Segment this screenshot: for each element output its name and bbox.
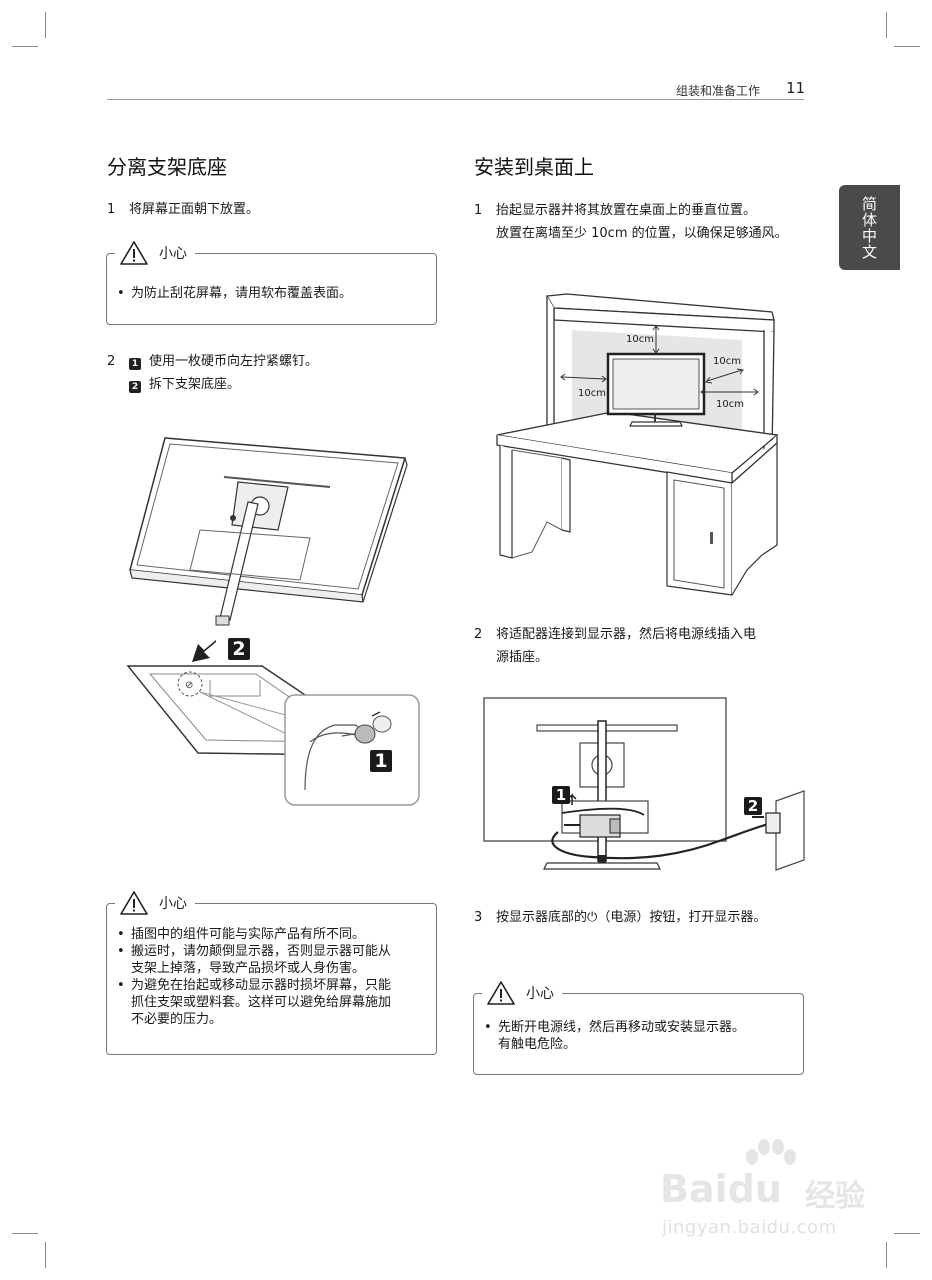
step-number: 1 bbox=[107, 202, 116, 217]
step-text-part: 按显示器底部的 bbox=[496, 910, 588, 925]
svg-text:⊘: ⊘ bbox=[185, 680, 193, 691]
detach-stand-drawing: ⊘ bbox=[126, 437, 420, 806]
step-number: 3 bbox=[474, 910, 483, 925]
step-text-line: 将适配器连接到显示器，然后将电源线插入电 bbox=[496, 627, 757, 642]
step-3-right: 3 按显示器底部的⏻（电源）按钮，打开显示器。 bbox=[474, 906, 814, 930]
language-tab-label: 简体中文 bbox=[860, 195, 878, 260]
caution-list: 插图中的组件可能与实际产品有所不同。 搬运时，请勿颠倒显示器，否则显示器可能从支… bbox=[117, 926, 426, 1028]
paw-icon bbox=[746, 1139, 796, 1165]
desk-placement-drawing bbox=[496, 293, 779, 596]
step-number: 2 bbox=[107, 354, 116, 369]
caution-item-line: 先断开电源线，然后再移动或安装显示器。 bbox=[498, 1020, 746, 1035]
illustration-power-connection: 1 2 bbox=[482, 695, 812, 875]
illustration-detach-stand: ⊘ 2 1 bbox=[120, 430, 430, 810]
power-connection-drawing bbox=[483, 697, 805, 871]
step-2-left: 2 1 使用一枚硬币向左拧紧螺钉。 2 拆下支架底座。 bbox=[107, 350, 427, 400]
caution-item: 插图中的组件可能与实际产品有所不同。 bbox=[117, 926, 426, 943]
step-text: 将适配器连接到显示器，然后将电源线插入电 源插座。 bbox=[496, 623, 756, 669]
figure-marker-2: 2 bbox=[228, 638, 250, 660]
header-divider bbox=[107, 99, 804, 100]
watermark-brand-part: du bbox=[727, 1167, 782, 1211]
watermark-url: jingyan.baidu.com bbox=[662, 1217, 837, 1238]
caution-item-line: 不必要的压力。 bbox=[131, 1012, 223, 1027]
caution-item-line: 为避免在抬起或移动显示器时损坏屏幕，只能 bbox=[131, 978, 392, 993]
language-tab: 简体中文 bbox=[839, 185, 900, 270]
illustration-desk-placement: 10cm 10cm 10cm 10cm bbox=[492, 290, 782, 600]
substep-1: 1 使用一枚硬币向左拧紧螺钉。 bbox=[129, 350, 318, 373]
page-number: 11 bbox=[786, 79, 806, 97]
caution-item-line: 搬运时，请勿颠倒显示器，否则显示器可能从 bbox=[131, 944, 392, 959]
crop-mark bbox=[12, 1233, 38, 1234]
figure-marker-1: 1 bbox=[552, 786, 570, 804]
crop-mark bbox=[894, 1233, 920, 1234]
caution-box-3: 小心 先断开电源线，然后再移动或安装显示器。有触电危险。 bbox=[473, 978, 804, 1075]
watermark-brand-cn: 经验 bbox=[805, 1179, 865, 1214]
step-number: 2 bbox=[474, 627, 483, 642]
caution-header: 小心 bbox=[115, 888, 195, 918]
section-heading-desk-mount: 安装到桌面上 bbox=[474, 155, 594, 179]
step-text-line: 源插座。 bbox=[496, 650, 549, 665]
step-text: 按显示器底部的⏻（电源）按钮，打开显示器。 bbox=[496, 906, 766, 929]
baidu-jingyan-watermark: Baidu 经验 jingyan.baidu.com bbox=[660, 1139, 890, 1245]
caution-item-line: 抓住支架或塑料套。这样可以避免给屏幕施加 bbox=[131, 995, 392, 1010]
crop-mark bbox=[45, 12, 46, 38]
figure-marker-2: 2 bbox=[744, 797, 762, 815]
step-1-right: 1 抬起显示器并将其放置在桌面上的垂直位置。 放置在离墙至少 10cm 的位置，… bbox=[474, 199, 814, 245]
clearance-label-left: 10cm bbox=[578, 388, 606, 399]
step-text-line: 放置在离墙至少 10cm 的位置，以确保足够通风。 bbox=[496, 226, 788, 241]
power-icon: ⏻ bbox=[587, 910, 598, 925]
caution-item: 为防止刮花屏幕，请用软布覆盖表面。 bbox=[117, 285, 426, 302]
crop-mark bbox=[886, 1242, 887, 1268]
warning-triangle-icon bbox=[487, 981, 515, 1005]
caution-header: 小心 bbox=[115, 238, 195, 268]
caution-list: 先断开电源线，然后再移动或安装显示器。有触电危险。 bbox=[484, 1019, 793, 1053]
caution-box-1: 小心 为防止刮花屏幕，请用软布覆盖表面。 bbox=[106, 238, 437, 325]
caution-label: 小心 bbox=[159, 246, 187, 262]
substep-2: 2 拆下支架底座。 bbox=[129, 373, 318, 396]
clearance-label-top: 10cm bbox=[626, 334, 654, 345]
substep-marker: 2 bbox=[129, 381, 141, 393]
step-text-line: 抬起显示器并将其放置在桌面上的垂直位置。 bbox=[496, 203, 757, 218]
warning-triangle-icon bbox=[120, 241, 148, 265]
caution-header: 小心 bbox=[482, 978, 562, 1008]
running-header-title: 组装和准备工作 bbox=[676, 84, 761, 98]
caution-label: 小心 bbox=[159, 896, 187, 912]
crop-mark bbox=[45, 1242, 46, 1268]
step-text: 抬起显示器并将其放置在桌面上的垂直位置。 放置在离墙至少 10cm 的位置，以确… bbox=[496, 199, 788, 245]
step-number: 1 bbox=[474, 203, 483, 218]
caution-item-line: 有触电危险。 bbox=[498, 1037, 577, 1052]
clearance-label-right-upper: 10cm bbox=[713, 356, 741, 367]
substep-marker: 1 bbox=[129, 358, 141, 370]
step-text-part: （电源）按钮，打开显示器。 bbox=[597, 910, 767, 925]
caution-label: 小心 bbox=[526, 986, 554, 1002]
step-2-right: 2 将适配器连接到显示器，然后将电源线插入电 源插座。 bbox=[474, 623, 814, 669]
step-substeps: 1 使用一枚硬币向左拧紧螺钉。 2 拆下支架底座。 bbox=[129, 350, 318, 396]
caution-box-2: 小心 插图中的组件可能与实际产品有所不同。 搬运时，请勿颠倒显示器，否则显示器可… bbox=[106, 888, 437, 1055]
caution-item: 先断开电源线，然后再移动或安装显示器。有触电危险。 bbox=[484, 1019, 793, 1053]
figure-marker-1: 1 bbox=[370, 750, 392, 772]
clearance-label-right-lower: 10cm bbox=[716, 399, 744, 410]
crop-mark bbox=[894, 46, 920, 47]
step-1-left: 1 将屏幕正面朝下放置。 bbox=[107, 198, 427, 222]
crop-mark bbox=[886, 12, 887, 38]
crop-mark bbox=[12, 46, 38, 47]
section-heading-detach-stand: 分离支架底座 bbox=[107, 155, 227, 179]
step-text: 将屏幕正面朝下放置。 bbox=[129, 202, 260, 217]
caution-list: 为防止刮花屏幕，请用软布覆盖表面。 bbox=[117, 285, 426, 302]
substep-text: 拆下支架底座。 bbox=[149, 377, 241, 392]
warning-triangle-icon bbox=[120, 891, 148, 915]
caution-item-line: 插图中的组件可能与实际产品有所不同。 bbox=[131, 927, 366, 942]
substep-text: 使用一枚硬币向左拧紧螺钉。 bbox=[149, 354, 319, 369]
caution-item-line: 支架上掉落，导致产品损坏或人身伤害。 bbox=[131, 961, 366, 976]
watermark-brand-part: Bai bbox=[660, 1167, 728, 1211]
caution-item: 为避免在抬起或移动显示器时损坏屏幕，只能抓住支架或塑料套。这样可以避免给屏幕施加… bbox=[117, 977, 426, 1028]
watermark-brand: Baidu bbox=[660, 1167, 782, 1211]
